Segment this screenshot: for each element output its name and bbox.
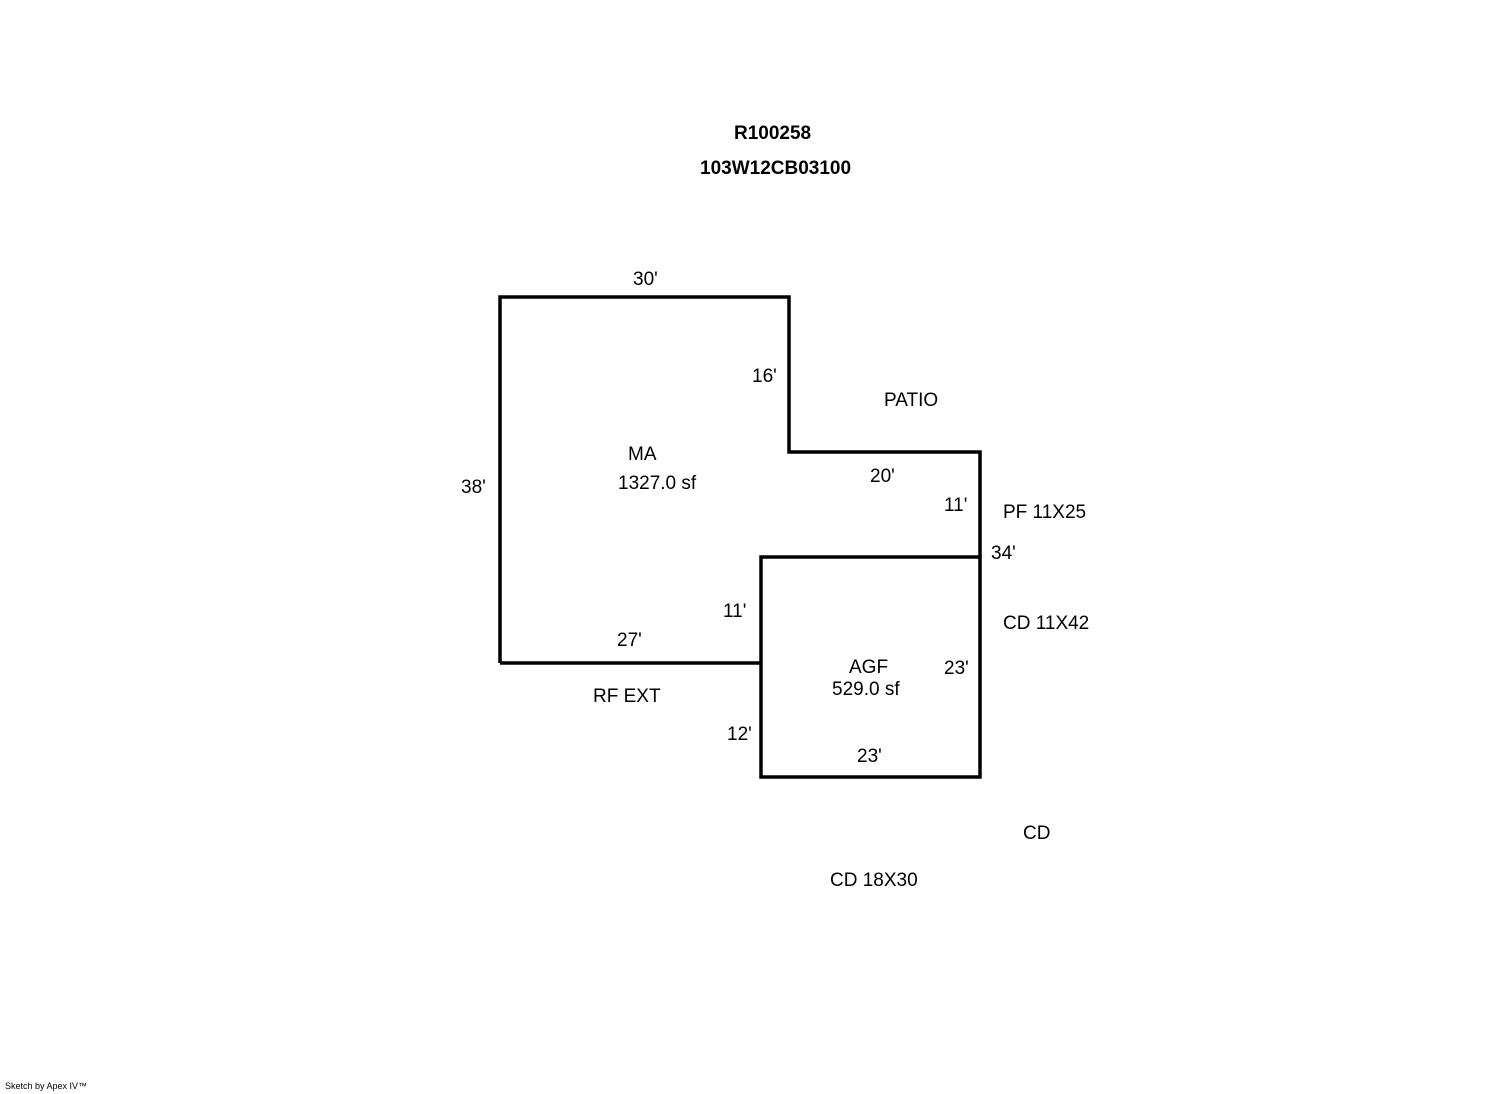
label-cd-right: CD 11X42	[1003, 613, 1090, 634]
area-agf-code: AGF	[849, 657, 889, 678]
label-pf: PF 11X25	[1003, 502, 1087, 523]
dim-agf-bottom: 23'	[857, 746, 882, 767]
account-number: R100258	[734, 123, 812, 144]
label-cd-bottom: CD 18X30	[830, 870, 918, 891]
area-ma-code: MA	[628, 444, 657, 465]
dim-ma-right-total: 34'	[991, 543, 1016, 564]
label-rf-ext: RF EXT	[593, 686, 661, 707]
area-ma-sqft: 1327.0 sf	[618, 473, 697, 494]
dim-ma-right-upper: 11'	[944, 495, 968, 516]
dim-ma-step-right: 16'	[752, 366, 777, 387]
dim-ma-step-bottom: 20'	[870, 466, 895, 487]
dim-agf-right: 23'	[944, 658, 969, 679]
label-cd: CD	[1023, 823, 1051, 844]
dim-ma-left: 38'	[461, 477, 486, 498]
agf-outline	[759, 555, 982, 779]
label-patio: PATIO	[884, 390, 939, 411]
dim-ma-top: 30'	[633, 269, 658, 290]
sketch-credit: Sketch by Apex IV™	[5, 1081, 88, 1091]
ma-outline	[498, 295, 982, 663]
dim-ma-inner-left: 11'	[723, 601, 747, 622]
area-agf-sqft: 529.0 sf	[832, 679, 900, 700]
map-tax-lot: 103W12CB03100	[700, 158, 852, 179]
dim-ma-bottom: 27'	[617, 630, 642, 651]
dim-agf-left: 12'	[727, 724, 752, 745]
